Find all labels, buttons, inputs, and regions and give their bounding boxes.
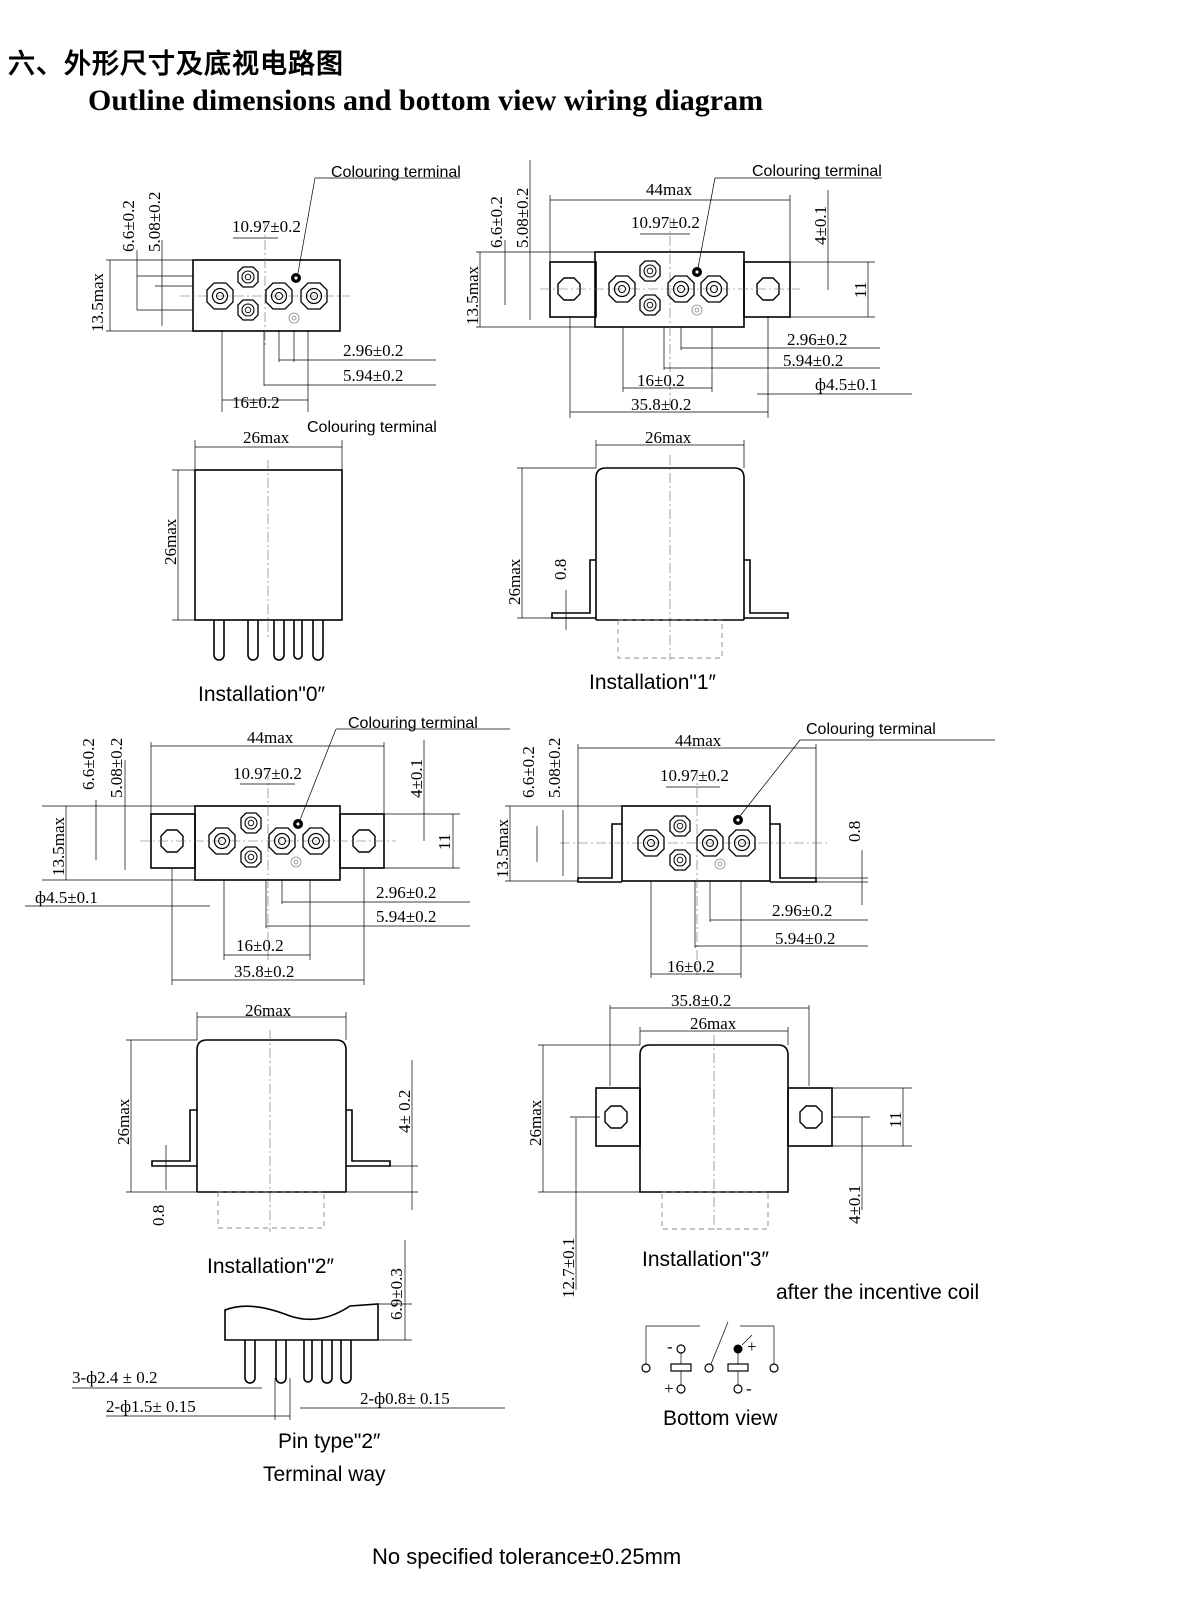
colouring-terminal-label: Colouring terminal (806, 721, 936, 738)
dim-26: 26max (243, 428, 290, 447)
dim-6-6: 6.6±0.2 (519, 746, 538, 798)
dim-16: 16±0.2 (232, 393, 280, 412)
installation-2-label: Installation"2″ (207, 1255, 335, 1278)
svg-text:-: - (746, 1379, 752, 1398)
dim-16: 16±0.2 (667, 957, 715, 976)
bottom-view-installation-3: Colouring terminal 44max 10.97±0.2 13.5m… (493, 721, 995, 978)
dim-4-0-1: 4±0.1 (811, 206, 830, 245)
dim-10-97: 10.97±0.2 (233, 764, 302, 783)
dim-phi-4-5: ф4.5±0.1 (35, 888, 98, 907)
dim-6-6: 6.6±0.2 (487, 196, 506, 248)
dim-44: 44max (646, 180, 693, 199)
bottom-view-wiring: after the incentive coil - + + - Bottom … (641, 1281, 979, 1430)
dim-35-8: 35.8±0.2 (234, 962, 294, 981)
bottom-view-installation-1: Colouring terminal 44max 10.97±0.2 13.5m… (463, 160, 912, 418)
dim-pin-2-4: 3-ф2.4 ± 0.2 (72, 1368, 158, 1387)
dim-44: 44max (247, 728, 294, 747)
dim-5-08: 5.08±0.2 (107, 738, 126, 798)
dim-13-5: 13.5max (463, 265, 482, 325)
installation-3-label: Installation"3″ (642, 1248, 770, 1271)
dim-10-97: 10.97±0.2 (232, 217, 301, 236)
dim-2-96: 2.96±0.2 (376, 883, 436, 902)
dim-0-8: 0.8 (845, 821, 864, 842)
dim-10-97: 10.97±0.2 (631, 213, 700, 232)
svg-text:+: + (664, 1379, 674, 1398)
dim-6-6: 6.6±0.2 (119, 200, 138, 252)
top-view-installation-3: 35.8±0.2 26max 26max 12.7±0.1 11 4±0.1 I… (526, 991, 912, 1298)
dim-13-5: 13.5max (49, 816, 68, 876)
colouring-terminal-label: Colouring terminal (752, 163, 882, 180)
tolerance-note: No specified tolerance±0.25mm (372, 1544, 682, 1569)
dim-2-96: 2.96±0.2 (343, 341, 403, 360)
dim-26: 26max (245, 1001, 292, 1020)
dim-26-height: 26max (526, 1099, 545, 1146)
svg-text:+: + (747, 1337, 757, 1356)
dim-11: 11 (435, 834, 454, 850)
dim-26: 26max (690, 1014, 737, 1033)
svg-text:-: - (667, 1337, 673, 1356)
dim-pin-1-5: 2-ф1.5± 0.15 (106, 1397, 196, 1416)
side-view-installation-1: 26max 26max 0.8 Installation"1″ (505, 428, 789, 694)
section-title-en: Outline dimensions and bottom view wirin… (88, 84, 764, 117)
dim-5-08: 5.08±0.2 (513, 188, 532, 248)
pin-type-2-diagram: 6.9±0.3 3-ф2.4 ± 0.2 2-ф1.5± 0.15 2-ф0.8… (72, 1240, 505, 1486)
installation-1-label: Installation"1″ (589, 671, 717, 694)
dim-13-5: 13.5max (88, 272, 107, 332)
dim-5-94: 5.94±0.2 (376, 907, 436, 926)
dim-0-8: 0.8 (149, 1205, 168, 1226)
bottom-view-installation-0: Colouring terminal 6.6±0.2 5.08±0.2 13.5… (88, 164, 461, 412)
dim-2-96: 2.96±0.2 (772, 901, 832, 920)
dim-12-7: 12.7±0.1 (559, 1238, 578, 1298)
dim-4-0-1: 4±0.1 (407, 759, 426, 798)
dim-0-8: 0.8 (551, 559, 570, 580)
dim-26-height: 26max (114, 1098, 133, 1145)
dim-5-08: 5.08±0.2 (545, 738, 564, 798)
dim-phi-4-5: ф4.5±0.1 (815, 375, 878, 394)
dim-13-5: 13.5max (493, 818, 512, 878)
colouring-terminal-label: Colouring terminal (348, 715, 478, 732)
dim-5-94: 5.94±0.2 (775, 929, 835, 948)
dim-16: 16±0.2 (637, 371, 685, 390)
dim-35-8: 35.8±0.2 (671, 991, 731, 1010)
dim-4-0-1: 4±0.1 (845, 1185, 864, 1224)
dim-6-9: 6.9±0.3 (387, 1268, 406, 1320)
dim-5-08: 5.08±0.2 (145, 192, 164, 252)
side-view-installation-0: 26max Colouring terminal 26max Installat… (161, 419, 437, 706)
after-coil-label: after the incentive coil (776, 1281, 979, 1304)
bottom-view-installation-2: Colouring terminal 44max 10.97±0.2 13.5m… (25, 715, 510, 985)
pin-type-label: Pin type"2″ (278, 1430, 381, 1453)
dim-26-height: 26max (505, 558, 524, 605)
dim-11: 11 (851, 282, 870, 298)
dim-26-height: 26max (161, 518, 180, 565)
terminal-way-label: Terminal way (263, 1463, 386, 1486)
bottom-view-label: Bottom view (663, 1407, 778, 1430)
side-view-installation-2: 26max 26max 0.8 4± 0.2 Installation"2″ (114, 1001, 418, 1278)
section-title-cn: 六、外形尺寸及底视电路图 (8, 49, 344, 80)
dim-10-97: 10.97±0.2 (660, 766, 729, 785)
colouring-terminal-label: Colouring terminal (307, 419, 437, 436)
dim-11: 11 (886, 1112, 905, 1128)
dim-44: 44max (675, 731, 722, 750)
dim-2-96: 2.96±0.2 (787, 330, 847, 349)
colouring-terminal-label: Colouring terminal (331, 164, 461, 181)
dim-4-0-2: 4± 0.2 (395, 1090, 414, 1133)
dim-35-8: 35.8±0.2 (631, 395, 691, 414)
dim-16: 16±0.2 (236, 936, 284, 955)
installation-0-label: Installation"0″ (198, 683, 326, 706)
dim-5-94: 5.94±0.2 (343, 366, 403, 385)
dim-5-94: 5.94±0.2 (783, 351, 843, 370)
dim-26: 26max (645, 428, 692, 447)
dim-pin-0-8: 2-ф0.8± 0.15 (360, 1389, 450, 1408)
dim-6-6: 6.6±0.2 (79, 738, 98, 790)
